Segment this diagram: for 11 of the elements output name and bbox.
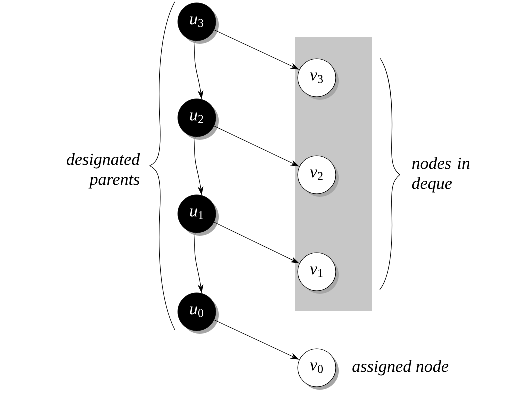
filled-circle-node: u$_{3}$ <box>178 2 219 44</box>
brace-label: designated parents <box>67 153 140 189</box>
filled-circle-node: u$_{2}$ <box>178 98 219 140</box>
node-caption: assigned node <box>352 360 449 376</box>
filled-circle-node: u$_{0}$ <box>178 292 219 334</box>
circle-node: v$_{1}$ <box>298 252 339 294</box>
circle-node: v$_{0}$ <box>298 348 339 390</box>
circle-node: v$_{2}$ <box>298 156 339 197</box>
circle-node: v$_{3}$ <box>298 58 339 100</box>
filled-circle-node: u$_{1}$ <box>178 194 219 236</box>
brace-label: nodes in deque <box>412 157 470 193</box>
